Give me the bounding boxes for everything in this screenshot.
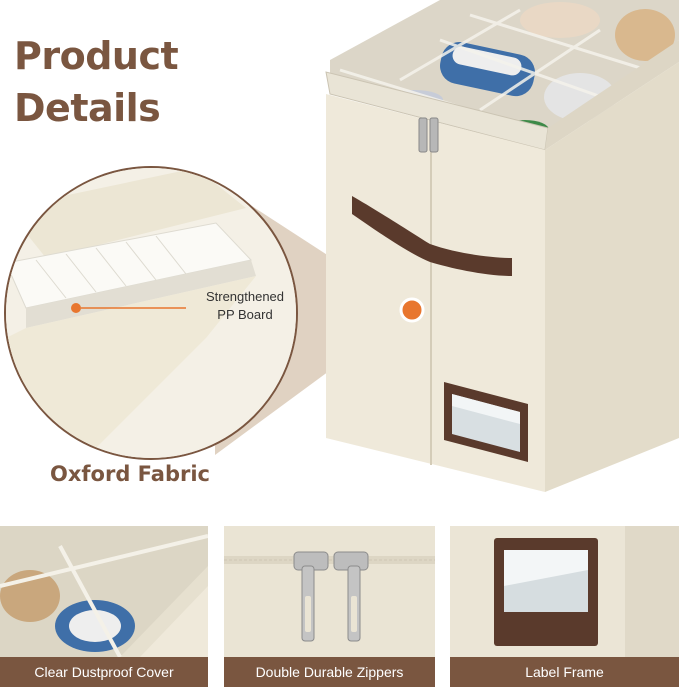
page-title: Product Details	[14, 30, 179, 134]
zippers-image	[224, 526, 435, 657]
thumb-caption-zippers: Double Durable Zippers	[224, 657, 435, 687]
box-front-face	[326, 94, 545, 492]
fabric-label: Oxford Fabric	[50, 462, 210, 486]
label-frame-image	[450, 526, 679, 657]
callout-label-line-1: Strengthened	[205, 289, 285, 304]
pp-board-layers	[6, 168, 296, 458]
box-side-face	[545, 62, 679, 492]
title-line-1: Product	[14, 34, 179, 78]
thumb-clear-cover: Clear Dustproof Cover	[0, 526, 208, 687]
callout-label: Strengthened PP Board	[190, 288, 300, 324]
title-line-2: Details	[14, 86, 161, 130]
callout-label-line-2: PP Board	[217, 307, 273, 322]
handle	[352, 196, 512, 276]
clear-cover-image	[0, 526, 208, 657]
callout-dot	[399, 297, 425, 323]
thumb-caption-clear-cover: Clear Dustproof Cover	[0, 657, 208, 687]
thumb-label-frame: Label Frame	[450, 526, 679, 687]
storage-box-illustration	[215, 0, 679, 492]
thumb-zippers: Double Durable Zippers	[224, 526, 435, 687]
pp-board-callout	[4, 166, 298, 460]
thumb-caption-label-frame: Label Frame	[450, 657, 679, 687]
